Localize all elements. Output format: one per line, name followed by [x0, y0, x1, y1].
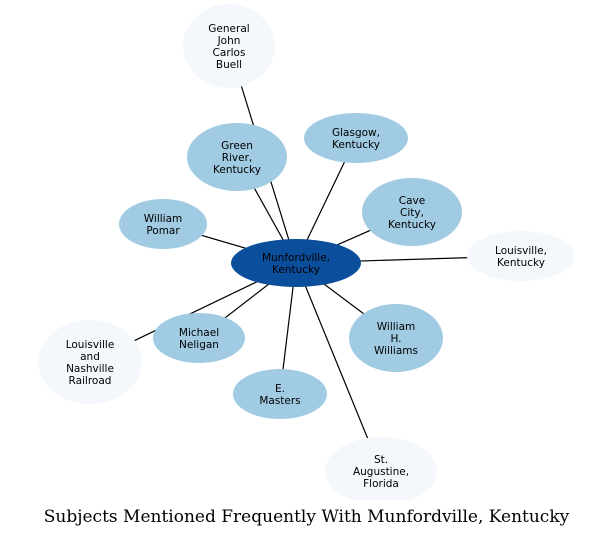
diagram-caption: Subjects Mentioned Frequently With Munfo…: [43, 507, 570, 527]
edge-munfordville-st-augustine: [295, 262, 382, 472]
node-label-glasgow: Glasgow,Kentucky: [332, 127, 380, 151]
node-ellipse-munfordville: [231, 239, 361, 287]
node-ellipse-louisville: [467, 231, 575, 281]
node-ellipse-st-augustine: [325, 437, 437, 500]
node-ellipse-general-buell: [183, 4, 275, 88]
node-st-augustine: St.Augustine,Florida: [325, 437, 437, 500]
node-ellipse-e-masters: [233, 369, 327, 419]
node-e-masters: E.Masters: [233, 369, 327, 419]
node-label-st-augustine: St.Augustine,Florida: [353, 454, 409, 490]
node-label-louisville: Louisville,Kentucky: [495, 245, 547, 269]
node-ellipse-michael-neligan: [153, 313, 245, 363]
node-label-munfordville: Munfordville,Kentucky: [262, 252, 330, 276]
node-louisville: Louisville,Kentucky: [467, 231, 575, 281]
node-ellipse-william-pomar: [119, 199, 207, 249]
node-ellipse-cave-city: [362, 178, 462, 246]
node-label-e-masters: E.Masters: [259, 383, 300, 407]
node-ellipse-glasgow: [304, 113, 408, 163]
node-ellipse-green-river: [187, 123, 287, 191]
node-ellipse-lnr: [38, 320, 142, 404]
node-ellipse-william-h-williams: [349, 304, 443, 372]
node-glasgow: Glasgow,Kentucky: [304, 113, 408, 163]
node-munfordville: Munfordville,Kentucky: [231, 239, 361, 287]
